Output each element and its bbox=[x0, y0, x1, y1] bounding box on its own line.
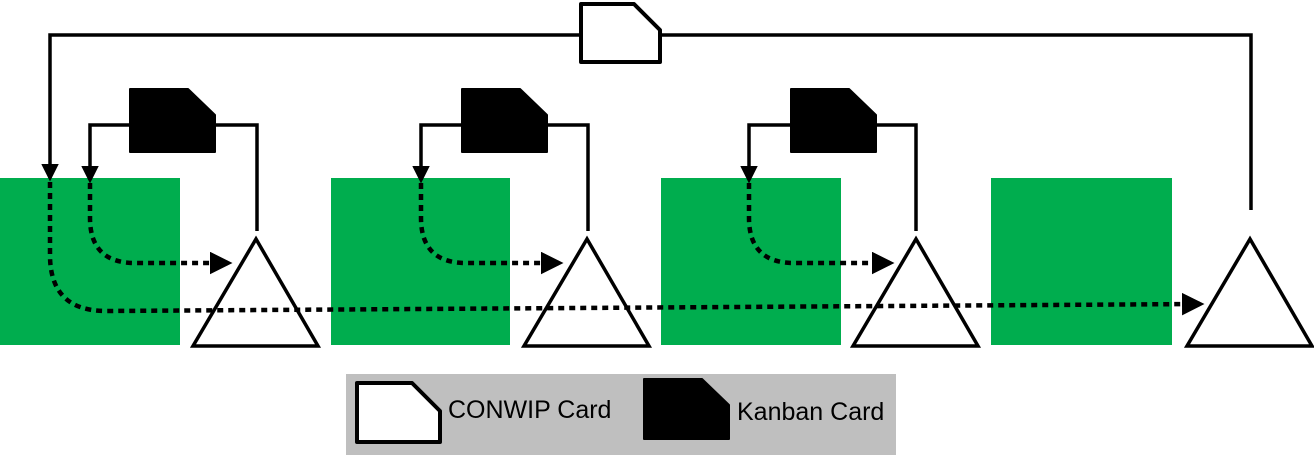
legend-conwip-card-icon bbox=[355, 381, 442, 444]
kanban-card-1 bbox=[129, 88, 216, 153]
kanban-card-3 bbox=[790, 88, 877, 153]
inventory-triangle-3 bbox=[849, 235, 982, 348]
legend-kanban-label: Kanban Card bbox=[737, 398, 885, 426]
legend-kanban-card-icon bbox=[643, 378, 730, 440]
inventory-triangle-1 bbox=[189, 235, 322, 348]
kanban-material-flow-2 bbox=[418, 183, 564, 275]
process-box-4 bbox=[991, 178, 1172, 345]
process-box-3 bbox=[661, 178, 841, 345]
kanban-material-flow-1 bbox=[87, 183, 233, 275]
legend: CONWIP Card Kanban Card bbox=[346, 374, 896, 455]
kanban-card-2 bbox=[461, 88, 548, 153]
conwip-material-flow bbox=[47, 182, 1205, 316]
conwip-card bbox=[579, 2, 662, 64]
inventory-triangle-2 bbox=[520, 235, 653, 348]
legend-conwip-label: CONWIP Card bbox=[448, 396, 612, 424]
inventory-triangle-4 bbox=[1183, 235, 1314, 348]
kanban-material-flow-3 bbox=[746, 183, 895, 275]
